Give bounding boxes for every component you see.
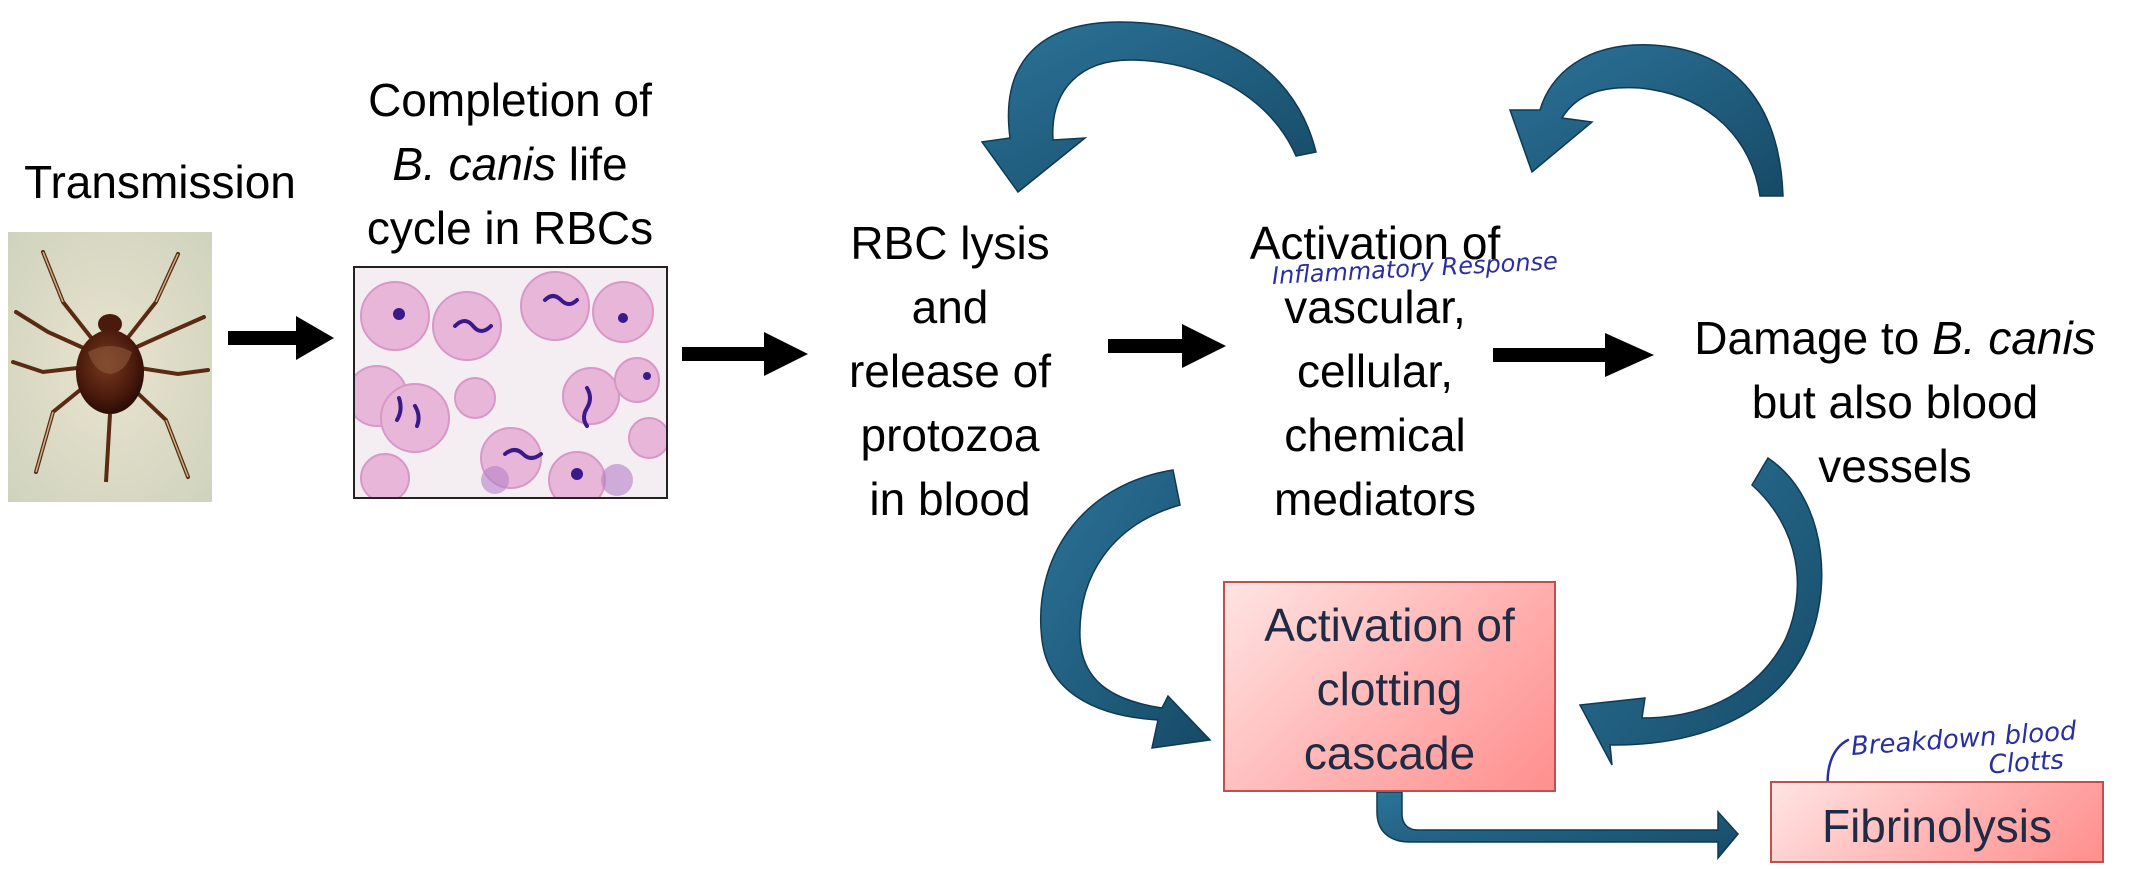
damage-label: Damage to B. canis but also blood vessel…	[1660, 306, 2130, 498]
activation-line-3: cellular,	[1297, 345, 1453, 397]
arrow-lysis-to-clotting	[1040, 469, 1212, 749]
tick-icon	[8, 232, 212, 502]
lysis-label: RBC lysis and release of protozoa in blo…	[805, 211, 1095, 531]
fibrinolysis-label: Fibrinolysis	[1821, 800, 2053, 852]
clotting-line-1: Activation of	[1264, 599, 1515, 651]
lysis-line-2: and	[911, 281, 989, 333]
transmission-label: Transmission	[0, 150, 320, 214]
damage-line-1: Damage to B. canis	[1660, 306, 2130, 370]
damage-line-2: but also blood	[1751, 376, 2039, 428]
arrow-lysis-to-activation	[1108, 324, 1226, 368]
lysis-line-3: release of	[848, 345, 1051, 397]
feedback-arrow-damage-to-activation	[1508, 44, 1784, 197]
feedback-arrow-activation-to-lysis	[980, 21, 1317, 194]
activation-line-5: mediators	[1274, 473, 1476, 525]
transmission-line: Transmission	[24, 156, 296, 208]
species-name: B. canis	[392, 138, 557, 190]
lifecycle-line-2-rest: life	[556, 138, 628, 190]
lysis-line-5: in blood	[869, 473, 1031, 525]
clotting-line-2: clotting	[1316, 663, 1463, 715]
damage-line-1-pre: Damage to	[1694, 312, 1933, 364]
damage-line-3: vessels	[1818, 440, 1972, 492]
arrow-clotting-to-fibrinolysis	[1376, 791, 1739, 861]
arrow-damage-to-clotting	[1578, 456, 1823, 766]
clotting-line-3: cascade	[1303, 727, 1476, 779]
activation-line-4: chemical	[1284, 409, 1466, 461]
clotting-cascade-box: Activation of clotting cascade	[1223, 581, 1556, 792]
red-blood-cells-icon	[353, 266, 668, 499]
damage-species-name: B. canis	[1932, 312, 2096, 364]
lysis-line-4: protozoa	[860, 409, 1040, 461]
lifecycle-line-2: B. canis life	[330, 132, 690, 196]
fibrinolysis-box: Fibrinolysis	[1770, 781, 2104, 863]
activation-line-2: vascular,	[1284, 281, 1466, 333]
arrow-activation-to-damage	[1493, 333, 1654, 377]
lifecycle-line-3: cycle in RBCs	[366, 202, 654, 254]
activation-label: Activation of vascular, cellular, chemic…	[1210, 211, 1540, 531]
arrow-transmission-to-lifecycle	[228, 316, 334, 360]
lifecycle-label: Completion of B. canis life cycle in RBC…	[330, 68, 690, 260]
lysis-line-1: RBC lysis	[850, 217, 1050, 269]
activation-line-1: Activation of	[1249, 217, 1501, 269]
lifecycle-line-1: Completion of	[368, 74, 652, 126]
arrow-lifecycle-to-lysis	[682, 332, 808, 376]
